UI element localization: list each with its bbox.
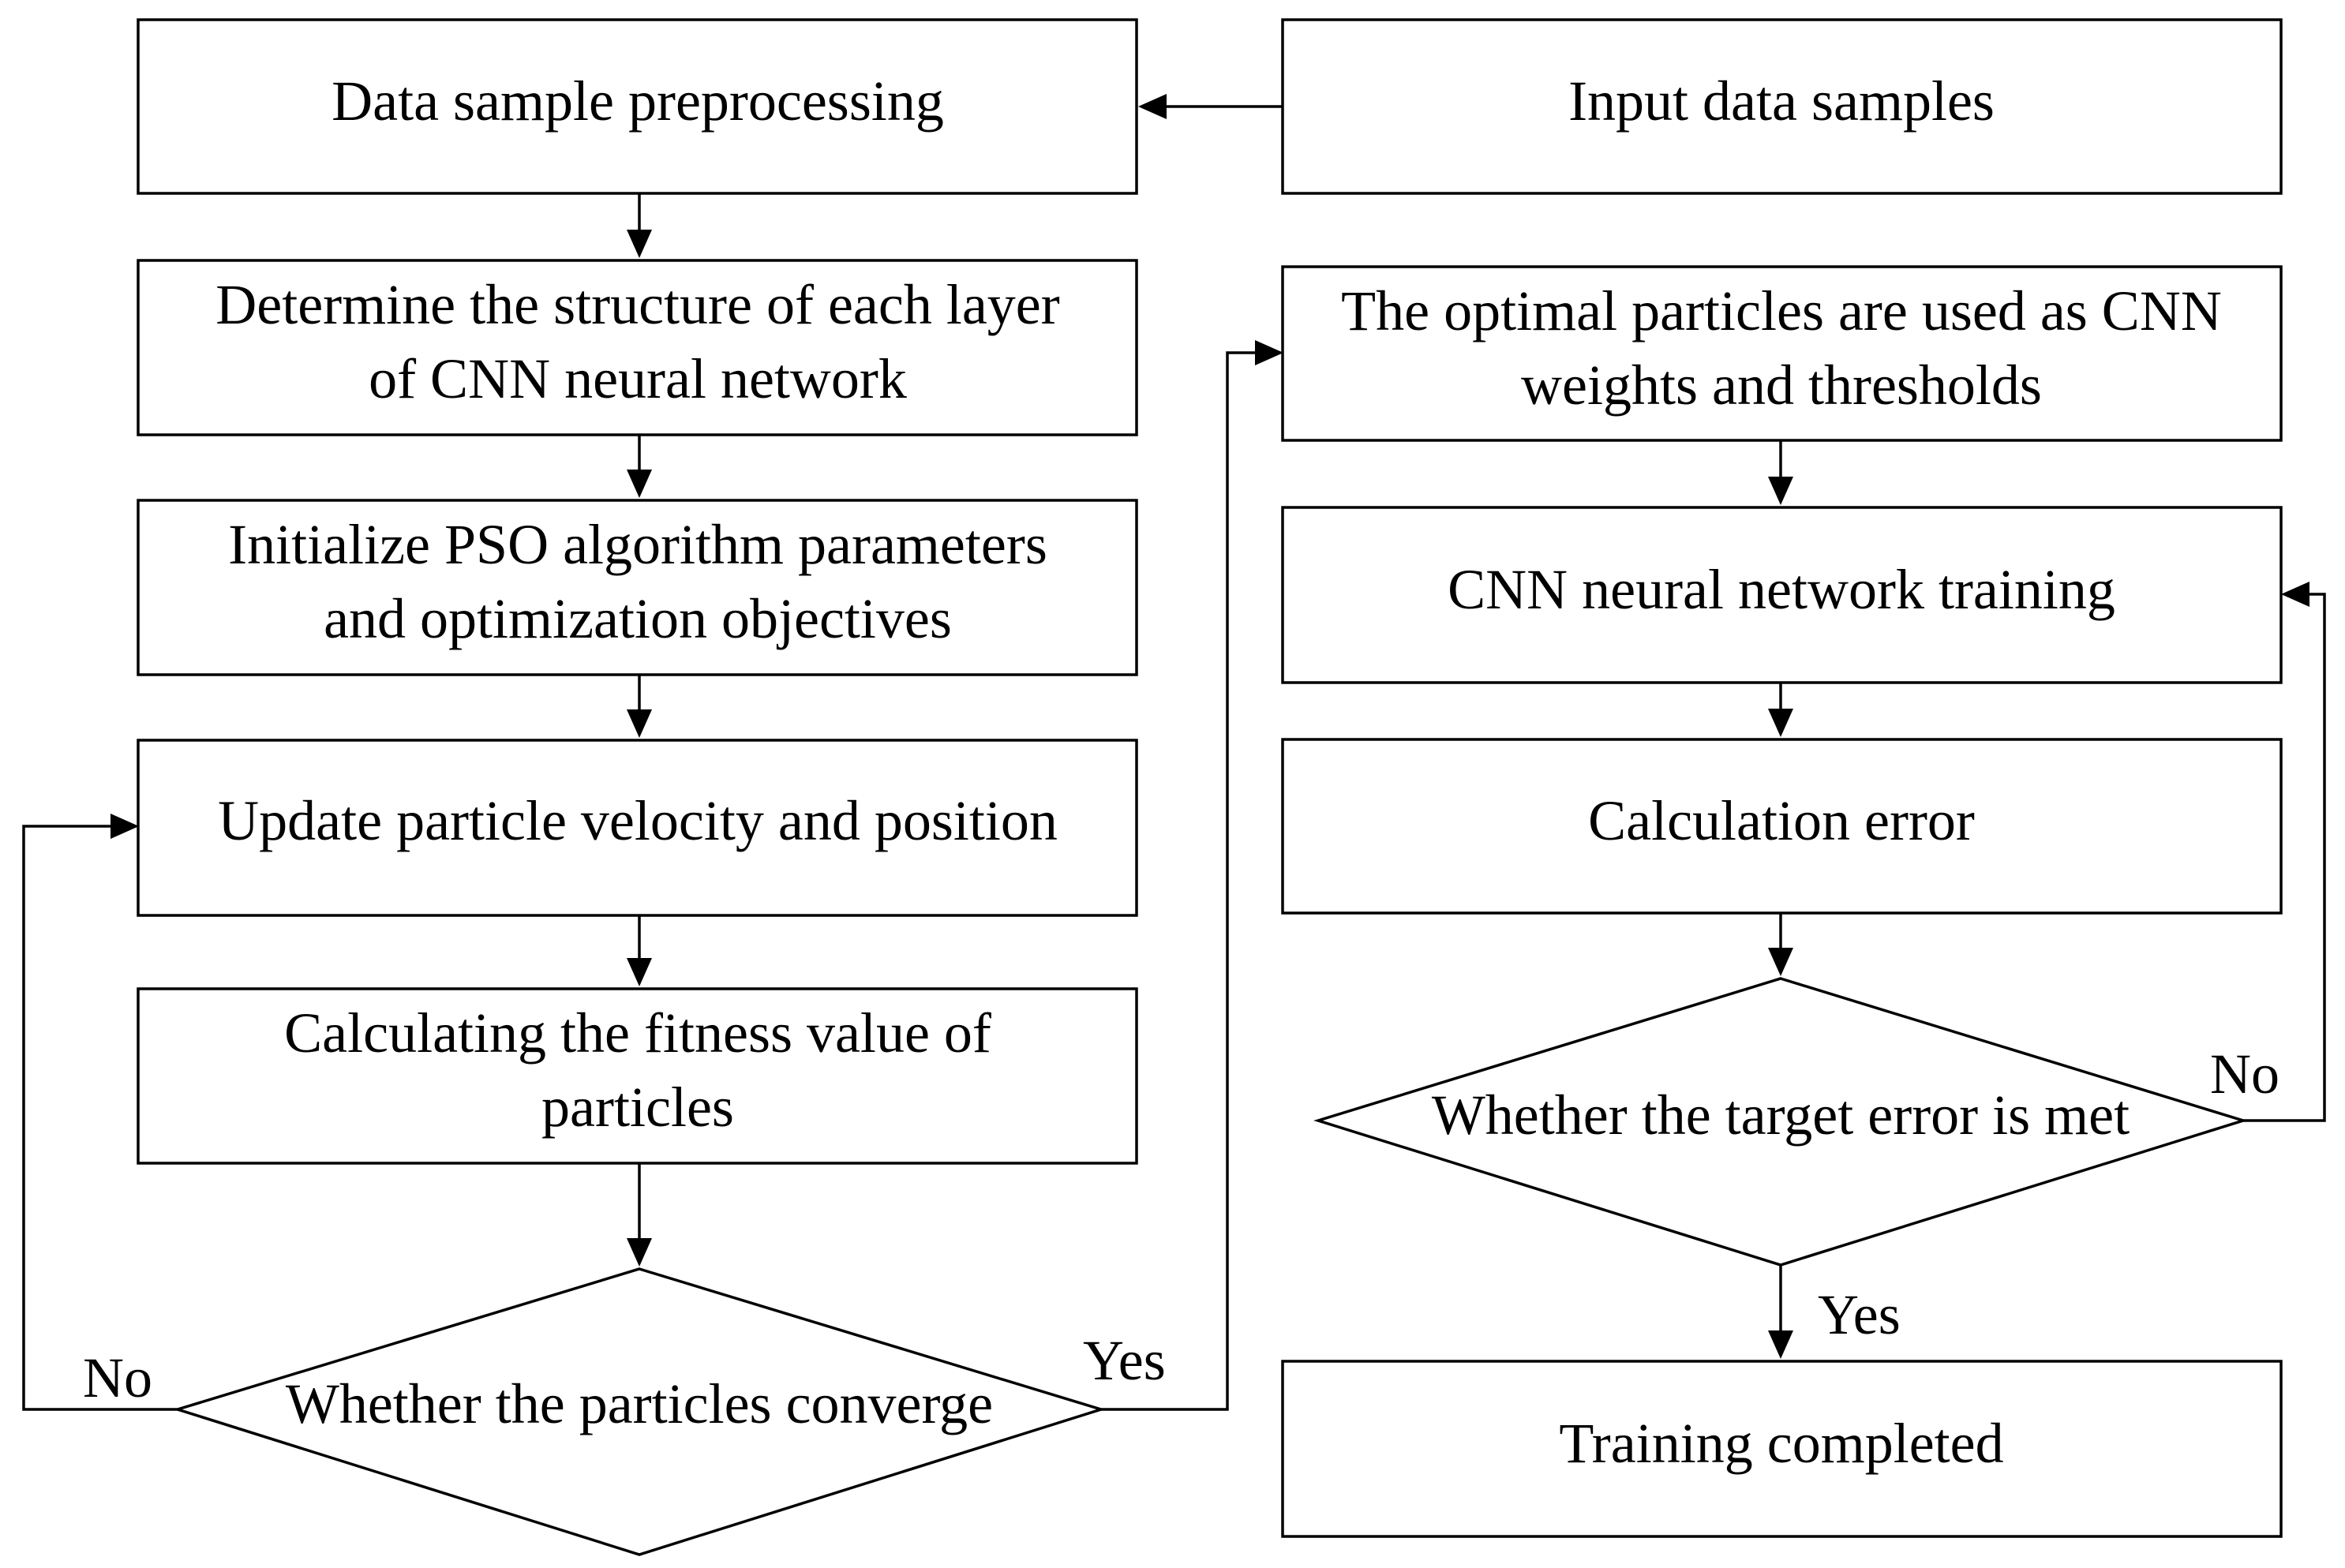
node-label-line: Determine the structure of each layer <box>215 273 1059 336</box>
edge-converge-yes <box>1101 351 1261 1411</box>
node-label-line: Initialize PSO algorithm parameters <box>228 513 1047 576</box>
arrowhead <box>627 1238 652 1267</box>
arrowhead <box>627 958 652 986</box>
process-box <box>1281 18 2283 195</box>
node-label: Data sample preprocessing <box>332 69 944 133</box>
edge-label-target-yes: Yes <box>1818 1283 1901 1346</box>
edge-label-converge-yes: Yes <box>1083 1329 1166 1392</box>
arrowhead <box>111 814 139 839</box>
edge-target-no-loop <box>2243 593 2326 1122</box>
arrowhead <box>1138 94 1167 119</box>
edge-converge-no-loop <box>22 825 178 1411</box>
decision-diamond <box>1313 977 2248 1267</box>
node-label: Whether the particles converge <box>286 1372 993 1435</box>
node-label-line: and optimization objectives <box>324 587 952 650</box>
node-label: Calculation error <box>1588 789 1975 852</box>
process-box <box>1281 1360 2283 1538</box>
node-label-line: particles <box>541 1076 734 1139</box>
node-particles-converge-decision: Whether the particles converge <box>173 1267 1106 1556</box>
arrowhead <box>1768 948 1793 976</box>
connectors <box>22 94 2326 1411</box>
decision-diamond <box>173 1267 1106 1556</box>
node-label: Determine the structure of each layer of … <box>215 273 1059 410</box>
arrowhead <box>1768 477 1793 505</box>
node-target-error-decision: Whether the target error is met <box>1313 977 2248 1267</box>
process-box <box>137 259 1138 436</box>
node-determine-cnn-structure: Determine the structure of each layer of … <box>137 259 1138 436</box>
node-label-line: Whether the particles converge <box>286 1372 993 1435</box>
process-box <box>1281 738 2283 915</box>
node-label-line: Calculation error <box>1588 789 1975 852</box>
node-label-line: Training completed <box>1559 1412 2003 1475</box>
node-label: The optimal particles are used as CNN wei… <box>1341 279 2222 417</box>
node-label-line: The optimal particles are used as CNN <box>1341 279 2222 342</box>
arrowhead <box>2281 582 2309 607</box>
node-label-line: Input data samples <box>1568 69 1995 133</box>
process-box <box>137 987 1138 1165</box>
arrowhead <box>627 709 652 738</box>
node-calculate-fitness: Calculating the fitness value of particle… <box>137 987 1138 1165</box>
arrowhead <box>627 230 652 258</box>
process-box <box>137 499 1138 676</box>
node-label-line: Data sample preprocessing <box>332 69 944 133</box>
node-label-line: CNN neural network training <box>1448 558 2115 621</box>
node-data-sample-preprocessing: Data sample preprocessing <box>137 18 1138 195</box>
process-box <box>1281 265 2283 442</box>
process-box <box>1281 506 2283 684</box>
node-label-line: Whether the target error is met <box>1432 1083 2130 1147</box>
arrowhead <box>1768 709 1793 737</box>
node-label: Input data samples <box>1568 69 1995 133</box>
arrowhead <box>1768 1330 1793 1359</box>
node-optimal-particles: The optimal particles are used as CNN wei… <box>1281 265 2283 442</box>
node-label: Training completed <box>1559 1412 2003 1475</box>
node-label: CNN neural network training <box>1448 558 2115 621</box>
node-label-line: Calculating the fitness value of <box>284 1001 991 1065</box>
node-label-line: Update particle velocity and position <box>218 789 1058 852</box>
node-label: Update particle velocity and position <box>218 789 1058 852</box>
node-calculation-error: Calculation error <box>1281 738 2283 915</box>
process-box <box>137 18 1138 195</box>
node-label: Whether the target error is met <box>1432 1083 2130 1147</box>
node-training-completed: Training completed <box>1281 1360 2283 1538</box>
arrowhead <box>627 470 652 498</box>
node-cnn-training: CNN neural network training <box>1281 506 2283 684</box>
arrowhead <box>1255 340 1283 365</box>
node-label-line: of CNN neural network <box>369 347 907 410</box>
process-box <box>137 739 1138 917</box>
edge-label-converge-no: No <box>83 1346 152 1409</box>
node-initialize-pso: Initialize PSO algorithm parameters and o… <box>137 499 1138 676</box>
node-label: Initialize PSO algorithm parameters and o… <box>228 513 1047 650</box>
edge-label-target-no: No <box>2210 1042 2279 1106</box>
node-update-particle: Update particle velocity and position <box>137 739 1138 917</box>
node-input-data-samples: Input data samples <box>1281 18 2283 195</box>
node-label: Calculating the fitness value of particle… <box>284 1001 991 1139</box>
node-label-line: weights and thresholds <box>1521 354 2042 417</box>
